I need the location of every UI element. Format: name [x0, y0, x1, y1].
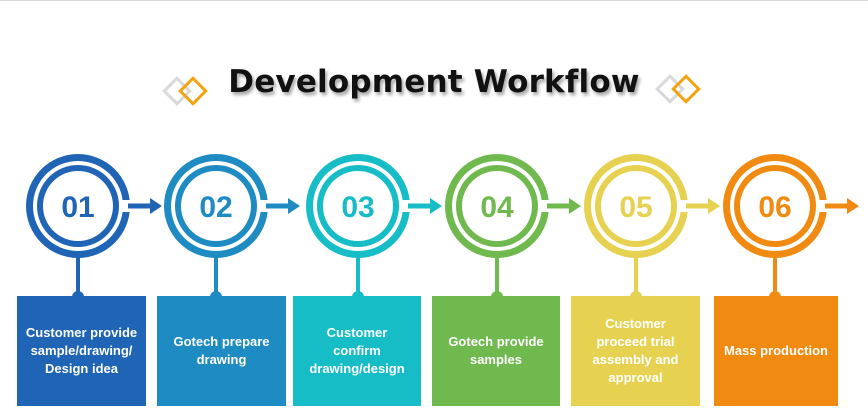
step-5: 05 — [584, 154, 720, 303]
step-3: 03 — [306, 154, 442, 303]
step-2: 02 — [164, 154, 300, 303]
step-number: 03 — [341, 191, 374, 224]
page-title: Development Workflow — [228, 64, 640, 100]
circle-center — [43, 171, 113, 241]
step-label: Mass production — [723, 343, 828, 358]
circle-center — [740, 171, 810, 241]
arrow-icon — [708, 198, 720, 214]
circle-center — [601, 171, 671, 241]
circle-center — [181, 171, 251, 241]
step-number: 02 — [199, 191, 232, 224]
arrow-icon — [150, 198, 162, 214]
circle-center — [462, 171, 532, 241]
arrow-icon — [847, 198, 859, 214]
step-number: 05 — [619, 191, 652, 224]
arrow-icon — [288, 198, 300, 214]
step-number: 01 — [61, 191, 94, 224]
step-number: 06 — [758, 191, 791, 224]
arrow-icon — [430, 198, 442, 214]
top-divider — [0, 0, 868, 1]
step-6: 06 — [723, 154, 859, 303]
step-1: 01 — [26, 154, 162, 303]
step-box-6: Mass production — [714, 296, 838, 406]
step-number: 04 — [480, 191, 514, 224]
diamond-icon — [655, 74, 701, 104]
diamond-icon — [162, 76, 208, 106]
circle-center — [323, 171, 393, 241]
arrow-icon — [569, 198, 581, 214]
step-4: 04 — [445, 154, 581, 303]
